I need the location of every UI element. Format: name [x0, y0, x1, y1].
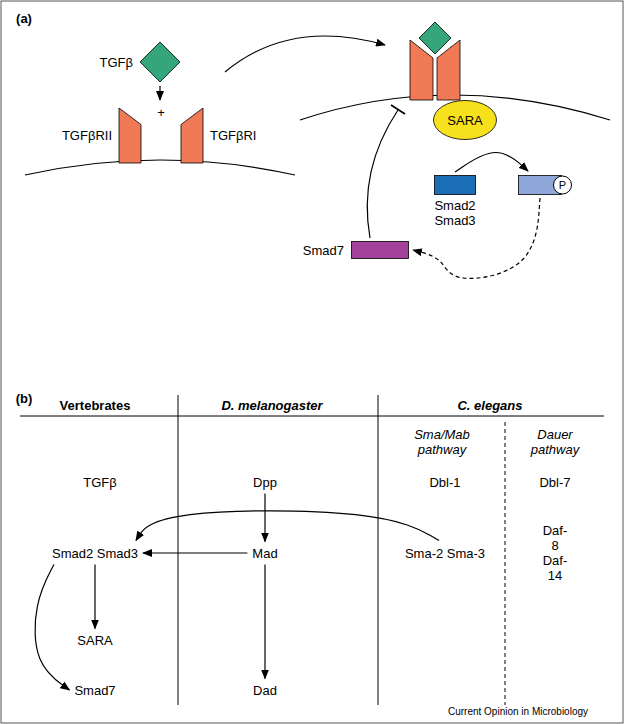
panel-label: (a) — [16, 11, 32, 26]
node-text: SARA — [77, 633, 112, 648]
node-text: P — [553, 176, 572, 195]
receptor-fill — [181, 108, 203, 163]
inhibition-line — [367, 110, 398, 238]
table-entry: SARA — [75, 631, 114, 650]
table-rule — [178, 395, 179, 705]
smad-box-fill — [435, 176, 476, 195]
table-entry: Smad7 — [72, 681, 117, 700]
connector-arrow — [264, 565, 265, 679]
ligand-diamond-fill — [140, 42, 180, 82]
receptor: TGFβRII — [119, 108, 141, 163]
node-text: Dad — [253, 683, 277, 698]
node-text: Mad — [252, 546, 277, 561]
phospho-smad-box: P — [518, 175, 562, 195]
smad-box-outline — [434, 175, 476, 195]
connector-arrow — [413, 198, 540, 278]
node-text: Dpp — [253, 475, 277, 490]
receptor-fill — [119, 108, 141, 163]
column-subheader: Sma/Mab pathway — [414, 427, 470, 457]
connector-arrow — [35, 565, 69, 691]
plus-sign: + — [157, 105, 165, 120]
smad7-box: Smad7 — [351, 241, 409, 259]
connector-arrow — [455, 152, 528, 172]
binding-arrow — [159, 86, 160, 100]
ligand-diamond-outline — [140, 42, 180, 82]
table-entry: Mad — [250, 544, 279, 563]
table-rule — [505, 422, 506, 705]
node-text: TGFβRII — [62, 128, 112, 143]
table-rule — [378, 395, 379, 705]
node-text: Sma-2 Sma-3 — [405, 546, 485, 561]
receptor-outline — [119, 108, 141, 163]
connector-arrow — [94, 565, 95, 629]
column-header: C. elegans — [457, 398, 522, 413]
column-subheader: Dauer pathway — [531, 427, 579, 457]
receptor-outline — [181, 108, 203, 163]
table-rule — [20, 416, 604, 417]
node-text: TGFβ — [100, 55, 133, 70]
assembly-arrow — [225, 36, 385, 72]
receptor: TGFβRI — [181, 108, 203, 163]
column-header: Vertebrates — [60, 398, 131, 413]
table-entry: Dbl-7 — [539, 475, 570, 490]
node-text: Smad7 — [74, 683, 115, 698]
membrane — [25, 160, 295, 175]
ligand-diamond: TGFβ — [140, 42, 180, 82]
panel-label: (b) — [16, 391, 33, 406]
smad7-box-fill — [352, 242, 409, 259]
table-entry: Dad — [251, 681, 279, 700]
smad7-box-outline — [351, 241, 409, 259]
ligand-diamond — [419, 22, 451, 54]
source-credit: Current Opinion in Microbiology — [448, 706, 588, 717]
node-text: Smad2 Smad3 — [52, 546, 138, 561]
smad-box: Smad2 Smad3 — [434, 175, 476, 195]
table-entry: Sma-2 Sma-3 — [403, 544, 487, 563]
table-entry: Dpp — [251, 473, 279, 492]
connector-arrow — [136, 511, 439, 541]
table-entry: Smad2 Smad3 — [50, 544, 140, 563]
node-text: TGFβRI — [210, 128, 256, 143]
connector-arrow — [264, 494, 265, 542]
connector-arrow — [143, 552, 247, 553]
adaptor-ellipse: SARA — [433, 100, 497, 140]
node-text: Smad2 Smad3 — [434, 198, 475, 228]
table-entry: TGFβ — [83, 475, 116, 490]
node-text: Smad7 — [303, 243, 344, 258]
table-entry: Daf-8 Daf-14 — [543, 523, 568, 583]
node-text: SARA — [447, 113, 482, 128]
inhibition-bar — [391, 105, 405, 114]
table-entry: Dbl-1 — [429, 475, 460, 490]
adaptor-ellipse-fill — [434, 101, 497, 140]
column-header: D. melanogaster — [221, 398, 322, 413]
